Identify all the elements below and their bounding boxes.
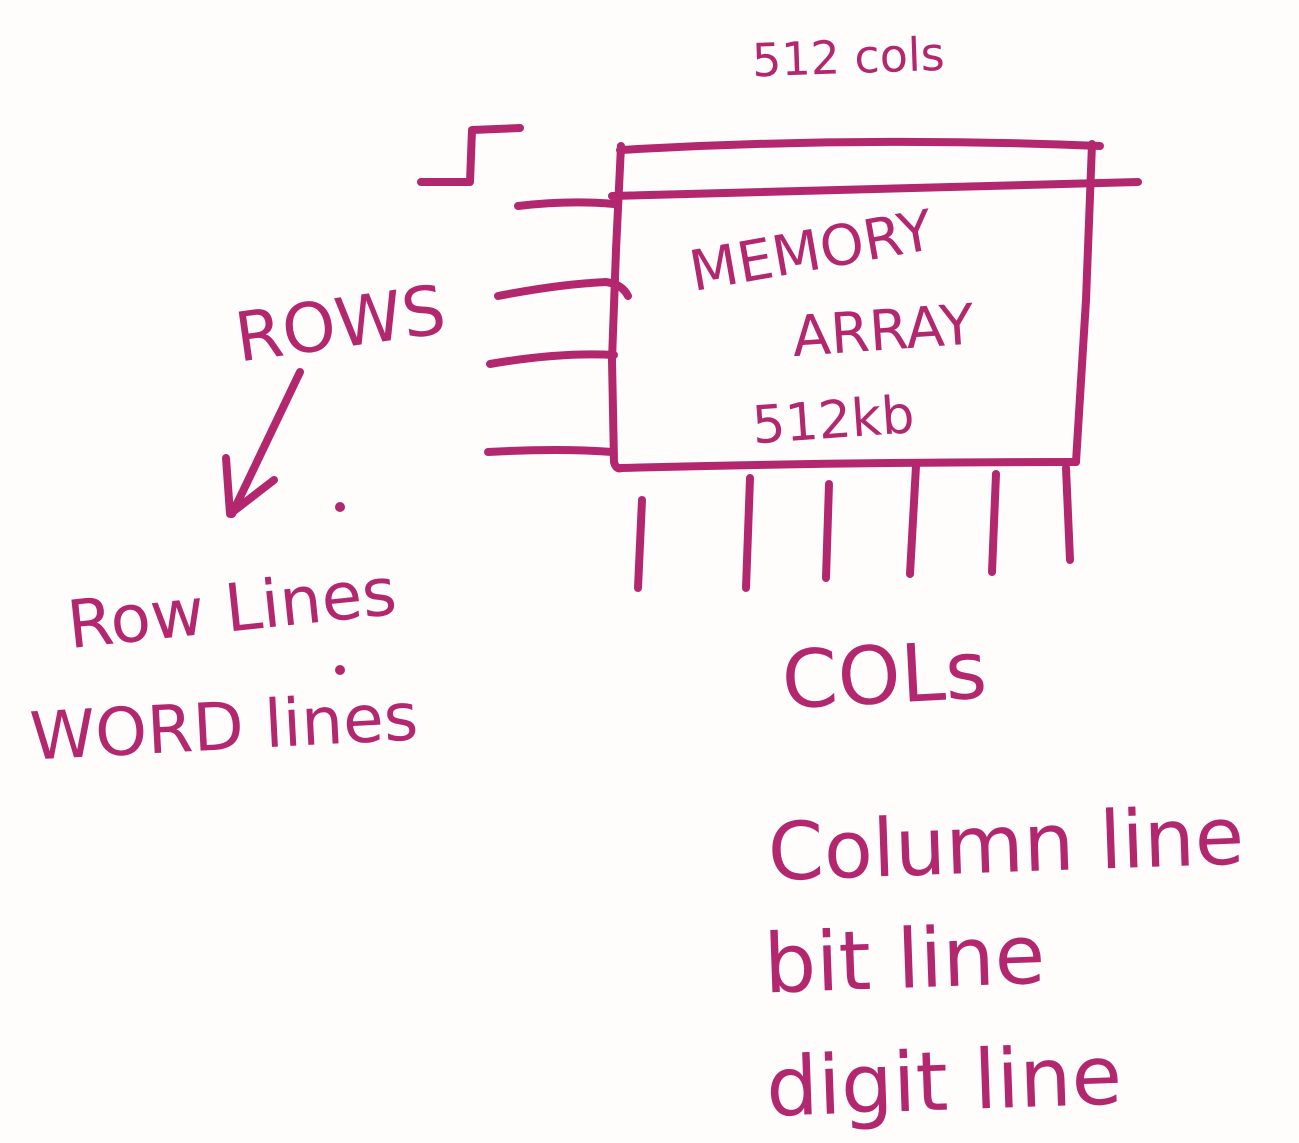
col-term-column-line: Column line (766, 790, 1245, 900)
array-size-label: 512kb (750, 385, 916, 456)
memory-array-box (608, 137, 1142, 473)
col-term-digit-line: digit line (764, 1028, 1123, 1135)
rows-heading: ROWS (230, 271, 450, 379)
top-columns-label: 512 cols (751, 27, 945, 88)
column-line-stubs (634, 462, 1074, 592)
row-term-word-lines: WORD lines (28, 678, 420, 775)
row-select-bracket (417, 124, 524, 186)
col-term-bit-line: bit line (762, 908, 1046, 1013)
array-label-memory: MEMORY (685, 198, 939, 305)
array-label-array: ARRAY (790, 292, 977, 370)
row-line-stubs (484, 198, 632, 456)
cols-heading: COLs (779, 624, 989, 728)
row-term-row-lines: Row Lines (64, 553, 400, 664)
rows-arrow (222, 368, 304, 518)
